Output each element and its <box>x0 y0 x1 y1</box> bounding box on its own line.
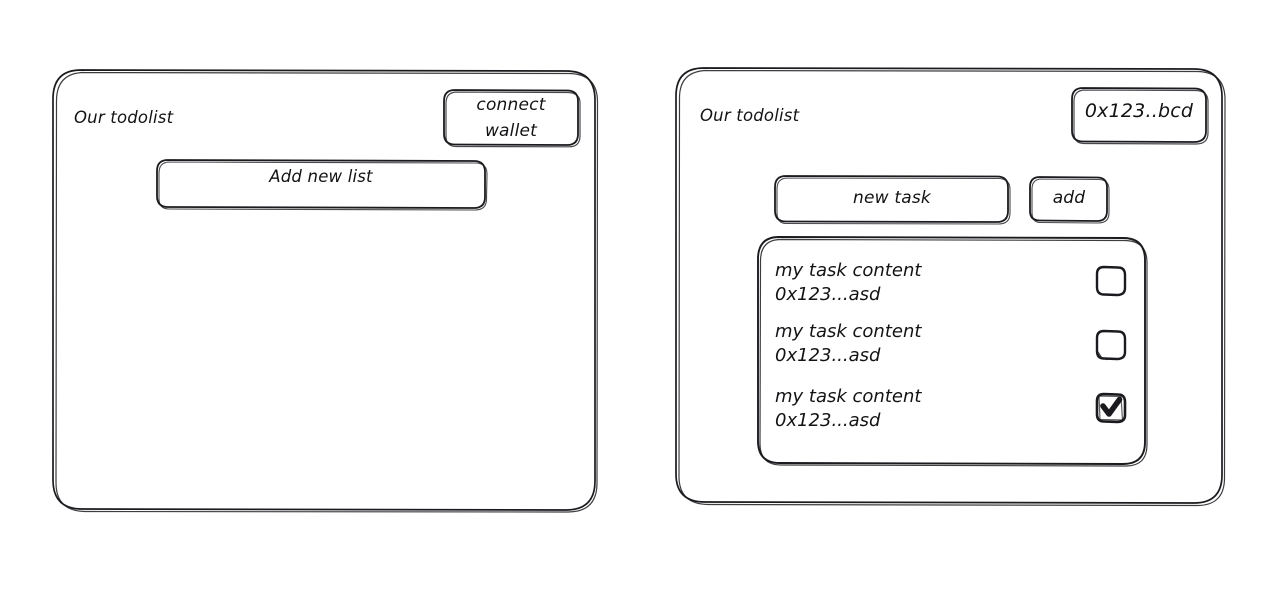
task-content: my task content <box>775 260 922 281</box>
task-content: my task content <box>775 386 922 407</box>
connect-wallet-line1: connect <box>476 95 546 115</box>
task-address: 0x123...asd <box>775 410 881 431</box>
task-checkbox-checked[interactable] <box>1095 392 1129 426</box>
task-checkbox[interactable] <box>1095 265 1129 299</box>
add-new-list-button[interactable]: Add new list <box>269 167 373 186</box>
wallet-address-button[interactable]: 0x123..bcd <box>1084 100 1194 122</box>
connect-wallet-line2: wallet <box>484 121 538 141</box>
task-address: 0x123...asd <box>775 345 881 366</box>
connect-wallet-button[interactable]: connect wallet <box>444 92 578 144</box>
new-task-input[interactable]: new task <box>853 188 931 208</box>
add-task-button[interactable]: add <box>1052 188 1086 208</box>
task-content: my task content <box>775 321 922 342</box>
right-panel-title: Our todolist <box>700 106 800 125</box>
right-panel-frame <box>675 67 1226 507</box>
task-checkbox[interactable] <box>1095 329 1129 363</box>
left-panel-title: Our todolist <box>74 108 174 127</box>
task-address: 0x123...asd <box>775 284 881 305</box>
